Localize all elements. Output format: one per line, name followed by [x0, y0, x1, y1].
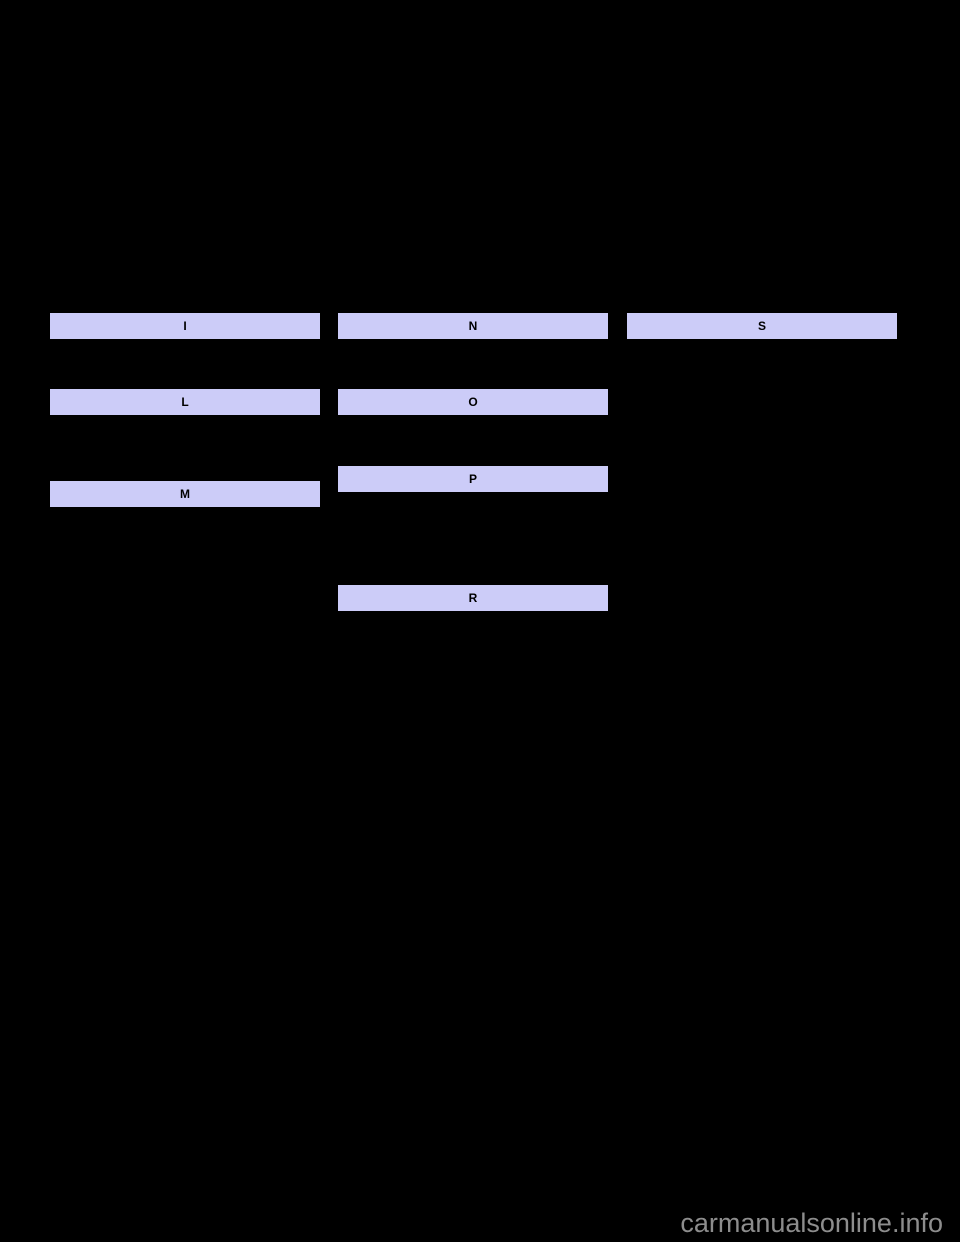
index-section-bar-s: S	[627, 313, 897, 339]
index-section-bar-m: M	[50, 481, 320, 507]
index-letter-p: P	[468, 472, 477, 486]
index-section-bar-p: P	[338, 466, 608, 492]
index-letter-m: M	[180, 487, 190, 501]
site-watermark: carmanualsonline.info	[680, 1208, 943, 1238]
index-letter-i: I	[183, 319, 187, 333]
index-letter-l: L	[181, 395, 189, 409]
index-section-bar-n: N	[338, 313, 608, 339]
index-letter-o: O	[468, 395, 478, 409]
index-section-bar-o: O	[338, 389, 608, 415]
index-letter-n: N	[468, 319, 478, 333]
index-section-bar-r: R	[338, 585, 608, 611]
index-letter-s: S	[757, 319, 766, 333]
index-section-bar-l: L	[50, 389, 320, 415]
index-section-bar-i: I	[50, 313, 320, 339]
index-letter-r: R	[468, 591, 478, 605]
